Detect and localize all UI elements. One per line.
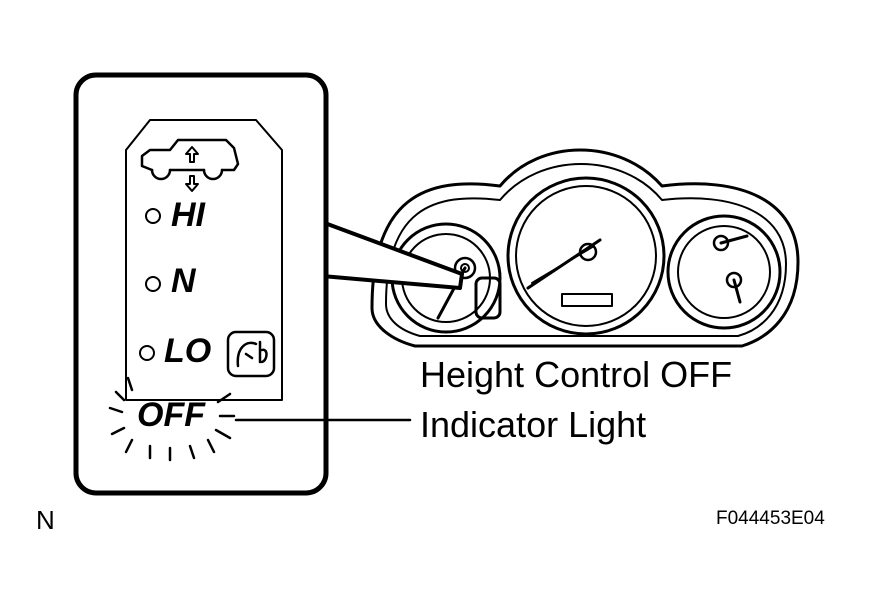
right-gauge-hub-top [712,234,730,252]
right-gauge-rim [666,214,782,330]
lamp-lo-icon [139,345,155,361]
vehicle-height-icon [140,138,240,172]
suspension-symbol-icon [226,330,276,378]
cluster-housing [370,148,800,348]
callout-label-line1: Height Control OFF [420,354,733,395]
wheel-rear-icon [202,168,224,181]
figure-code: F044453E04 [716,508,825,529]
indicator-label-off: OFF [137,396,205,434]
arrow-down-icon [185,175,199,192]
left-gauge-hub [453,256,477,280]
lamp-n-icon [145,276,161,292]
center-gauge-face [515,185,657,327]
odometer-display [561,293,613,307]
inset-panel [73,72,329,496]
lamp-hi-icon [145,208,161,224]
indicator-label-hi: HI [171,196,205,234]
right-gauge-hub-bottom [725,271,743,289]
wheel-front-icon [150,168,172,181]
corner-letter: N [36,505,55,535]
indicator-label-lo: LO [164,332,212,370]
zoom-callout-wedge [320,220,464,290]
indicator-label-n: N [171,262,196,300]
cluster-housing-inner [385,163,787,337]
center-gauge-rim [506,176,666,336]
flash-rays-icon [108,376,236,462]
callout-label-line2: Indicator Light [420,404,647,445]
height-control-off-light [474,276,502,320]
arrow-up-icon [185,146,199,163]
indicator-plate [125,119,283,401]
right-gauge-face [677,225,771,319]
